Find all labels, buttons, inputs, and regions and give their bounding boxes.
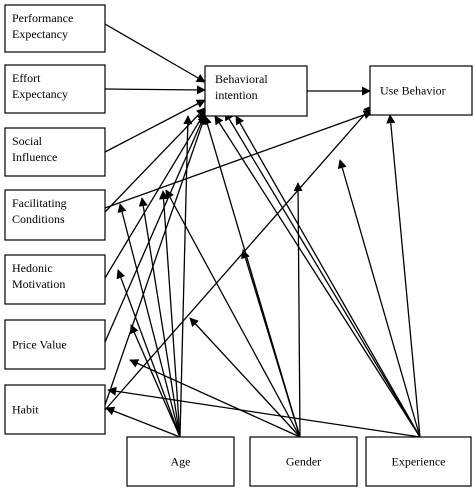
arrow-gender-moderation-5 xyxy=(129,359,301,438)
construct-label: Facilitating xyxy=(12,196,67,210)
arrow-hb-to-bi xyxy=(104,115,207,406)
outcome-box xyxy=(369,65,473,116)
arrow-gender-moderation-1 xyxy=(241,249,301,438)
construct-label: Hedonic xyxy=(12,261,53,275)
construct-label: Performance xyxy=(12,11,73,25)
arrow-gender-moderation-4 xyxy=(165,189,301,438)
outcome-label: Use Behavior xyxy=(380,84,446,98)
construct-label: Conditions xyxy=(12,212,65,226)
moderator-box xyxy=(249,436,358,487)
arrow-pv-to-bi xyxy=(104,113,206,343)
arrow-age-to-bi xyxy=(179,115,193,438)
arrow-gender-moderation-2 xyxy=(293,182,303,438)
arrow-exp-moderation-2 xyxy=(235,115,421,438)
construct-label: Effort xyxy=(12,71,41,85)
arrow-layer xyxy=(104,23,421,438)
outcome-box xyxy=(204,65,308,117)
arrow-pe-to-bi xyxy=(104,23,206,83)
arrow-age-moderation-1 xyxy=(117,203,181,438)
construct-label: Expectancy xyxy=(12,87,68,101)
construct-box xyxy=(4,127,106,177)
construct-hb: Habit xyxy=(4,384,106,435)
moderator-box xyxy=(365,436,472,487)
moderator-label: Experience xyxy=(392,455,446,469)
outcome-bi: Behavioral intention xyxy=(204,65,308,117)
moderator-box xyxy=(126,436,235,487)
arrow-age-moderation-4 xyxy=(116,269,181,438)
arrow-si-to-bi xyxy=(104,99,206,153)
moderator-label: Gender xyxy=(286,455,321,469)
arrow-fc-to-ub xyxy=(104,110,373,209)
arrow-exp-moderation-1 xyxy=(337,159,421,438)
moderator-exp: Experience xyxy=(365,436,472,487)
construct-box xyxy=(4,319,106,370)
arrow-age-moderation-5 xyxy=(130,324,181,438)
arrow-exp-moderation-4 xyxy=(107,386,421,438)
arrow-age-moderation-2 xyxy=(138,197,181,438)
construct-label: Social xyxy=(12,134,43,148)
construct-label: Influence xyxy=(12,150,57,164)
construct-box xyxy=(4,64,106,114)
construct-pv: Price Value xyxy=(4,319,106,370)
construct-label: Habit xyxy=(12,403,39,417)
moderator-label: Age xyxy=(171,455,191,469)
construct-label: Expectancy xyxy=(12,27,68,41)
outcome-label: Behavioral xyxy=(215,72,268,86)
box-layer: PerformanceExpectancyEffortExpectancySoc… xyxy=(4,4,473,487)
construct-box xyxy=(4,384,106,435)
construct-box xyxy=(4,189,106,241)
arrow-gender-moderation-3 xyxy=(189,317,301,438)
arrow-exp-to-ub xyxy=(386,114,421,438)
arrow-hm-to-bi xyxy=(104,111,206,279)
arrow-hb-to-ub xyxy=(104,105,373,411)
construct-label: Price Value xyxy=(12,338,67,352)
arrow-age-moderation-6 xyxy=(105,406,181,438)
arrow-exp-moderation-3 xyxy=(224,111,421,438)
arrow-age-moderation-3 xyxy=(159,190,181,438)
construct-box xyxy=(4,4,106,53)
construct-box xyxy=(4,254,106,305)
construct-label: Motivation xyxy=(12,277,65,291)
arrow-exp-to-bi xyxy=(214,115,421,438)
arrow-ee-to-bi xyxy=(104,85,206,95)
outcome-label: intention xyxy=(215,88,258,102)
moderator-age: Age xyxy=(126,436,235,487)
moderator-gender: Gender xyxy=(249,436,358,487)
outcome-ub: Use Behavior xyxy=(369,65,473,116)
